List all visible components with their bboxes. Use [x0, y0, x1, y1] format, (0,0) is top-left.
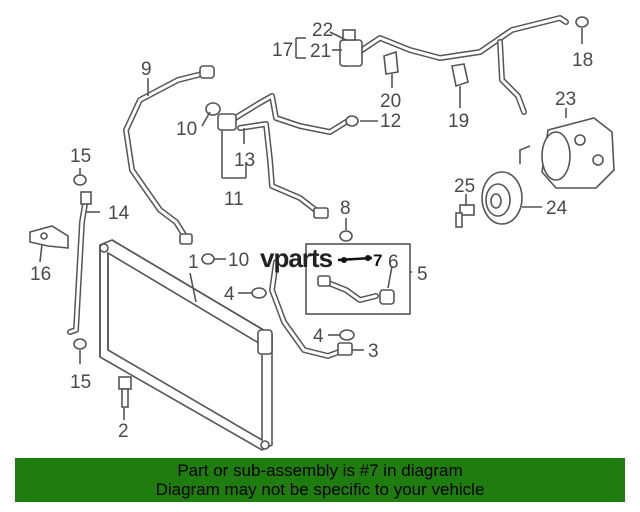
clutch-part[interactable] — [481, 171, 523, 225]
callout-15: 15 — [70, 372, 91, 393]
o-ring-part[interactable] — [339, 329, 355, 341]
callout-10: 10 — [228, 250, 249, 271]
callout-labels: 1 2 3 4 4 5 6 7 8 9 10 10 11 12 13 14 15… — [30, 20, 593, 442]
o-ring-part[interactable] — [201, 253, 215, 265]
leader-lines — [39, 28, 583, 420]
callout-8: 8 — [340, 198, 351, 219]
callout-7: 7 — [373, 251, 382, 270]
vparts-watermark: vparts — [260, 243, 333, 273]
callout-23: 23 — [555, 89, 576, 110]
high-pressure-pipe-part[interactable] — [339, 15, 569, 115]
liquid-pipe-part[interactable] — [67, 191, 92, 335]
callout-12: 12 — [380, 111, 401, 132]
callout-9: 9 — [141, 59, 152, 80]
callout-11: 11 — [224, 189, 244, 210]
callout-16: 16 — [30, 264, 51, 285]
pressure-switch-part[interactable] — [451, 63, 469, 88]
compressor-part[interactable] — [519, 117, 615, 189]
hose-part[interactable] — [269, 259, 353, 359]
banner-line-1: Part or sub-assembly is #7 in diagram — [177, 461, 463, 480]
callout-24: 24 — [546, 198, 568, 219]
callout-10: 10 — [176, 119, 197, 140]
suction-pipe-part[interactable] — [217, 93, 349, 219]
condenser-part[interactable] — [99, 239, 273, 451]
bolt-part[interactable] — [455, 204, 475, 228]
callout-17: 17 — [272, 40, 293, 61]
callout-4: 4 — [224, 284, 235, 305]
o-ring-part[interactable] — [251, 287, 267, 299]
o-ring-part[interactable] — [339, 230, 353, 242]
bolt-part[interactable] — [118, 376, 132, 408]
pipe-sub-assembly-part[interactable] — [317, 275, 395, 305]
o-ring-part[interactable] — [345, 115, 359, 127]
callout-15: 15 — [70, 146, 91, 167]
callout-6: 6 — [388, 252, 399, 273]
banner-line-2: Diagram may not be specific to your vehi… — [155, 480, 485, 499]
callout-22: 22 — [312, 20, 333, 41]
callout-4: 4 — [313, 326, 324, 347]
callout-3: 3 — [368, 341, 379, 362]
bracket-part[interactable] — [29, 225, 69, 249]
callout-20: 20 — [380, 91, 401, 112]
callout-19: 19 — [448, 111, 469, 132]
sub-assembly-box — [305, 243, 411, 315]
callout-13: 13 — [234, 150, 255, 171]
discharge-hose-part[interactable] — [123, 65, 215, 245]
fitting-part[interactable] — [383, 50, 399, 75]
callout-1: 1 — [188, 252, 199, 273]
cap-part[interactable] — [575, 16, 589, 28]
callout-5: 5 — [417, 264, 428, 285]
o-ring-part[interactable] — [205, 102, 221, 116]
callout-21: 21 — [310, 41, 331, 62]
info-banner: Part or sub-assembly is #7 in diagram Di… — [15, 458, 625, 502]
callout-25: 25 — [454, 176, 475, 197]
callout-18: 18 — [572, 50, 593, 71]
callout-2: 2 — [118, 421, 129, 442]
o-ring-part[interactable] — [73, 174, 87, 186]
highlighted-part-7[interactable] — [337, 255, 373, 263]
callout-14: 14 — [108, 203, 130, 224]
o-ring-part[interactable] — [73, 338, 87, 350]
